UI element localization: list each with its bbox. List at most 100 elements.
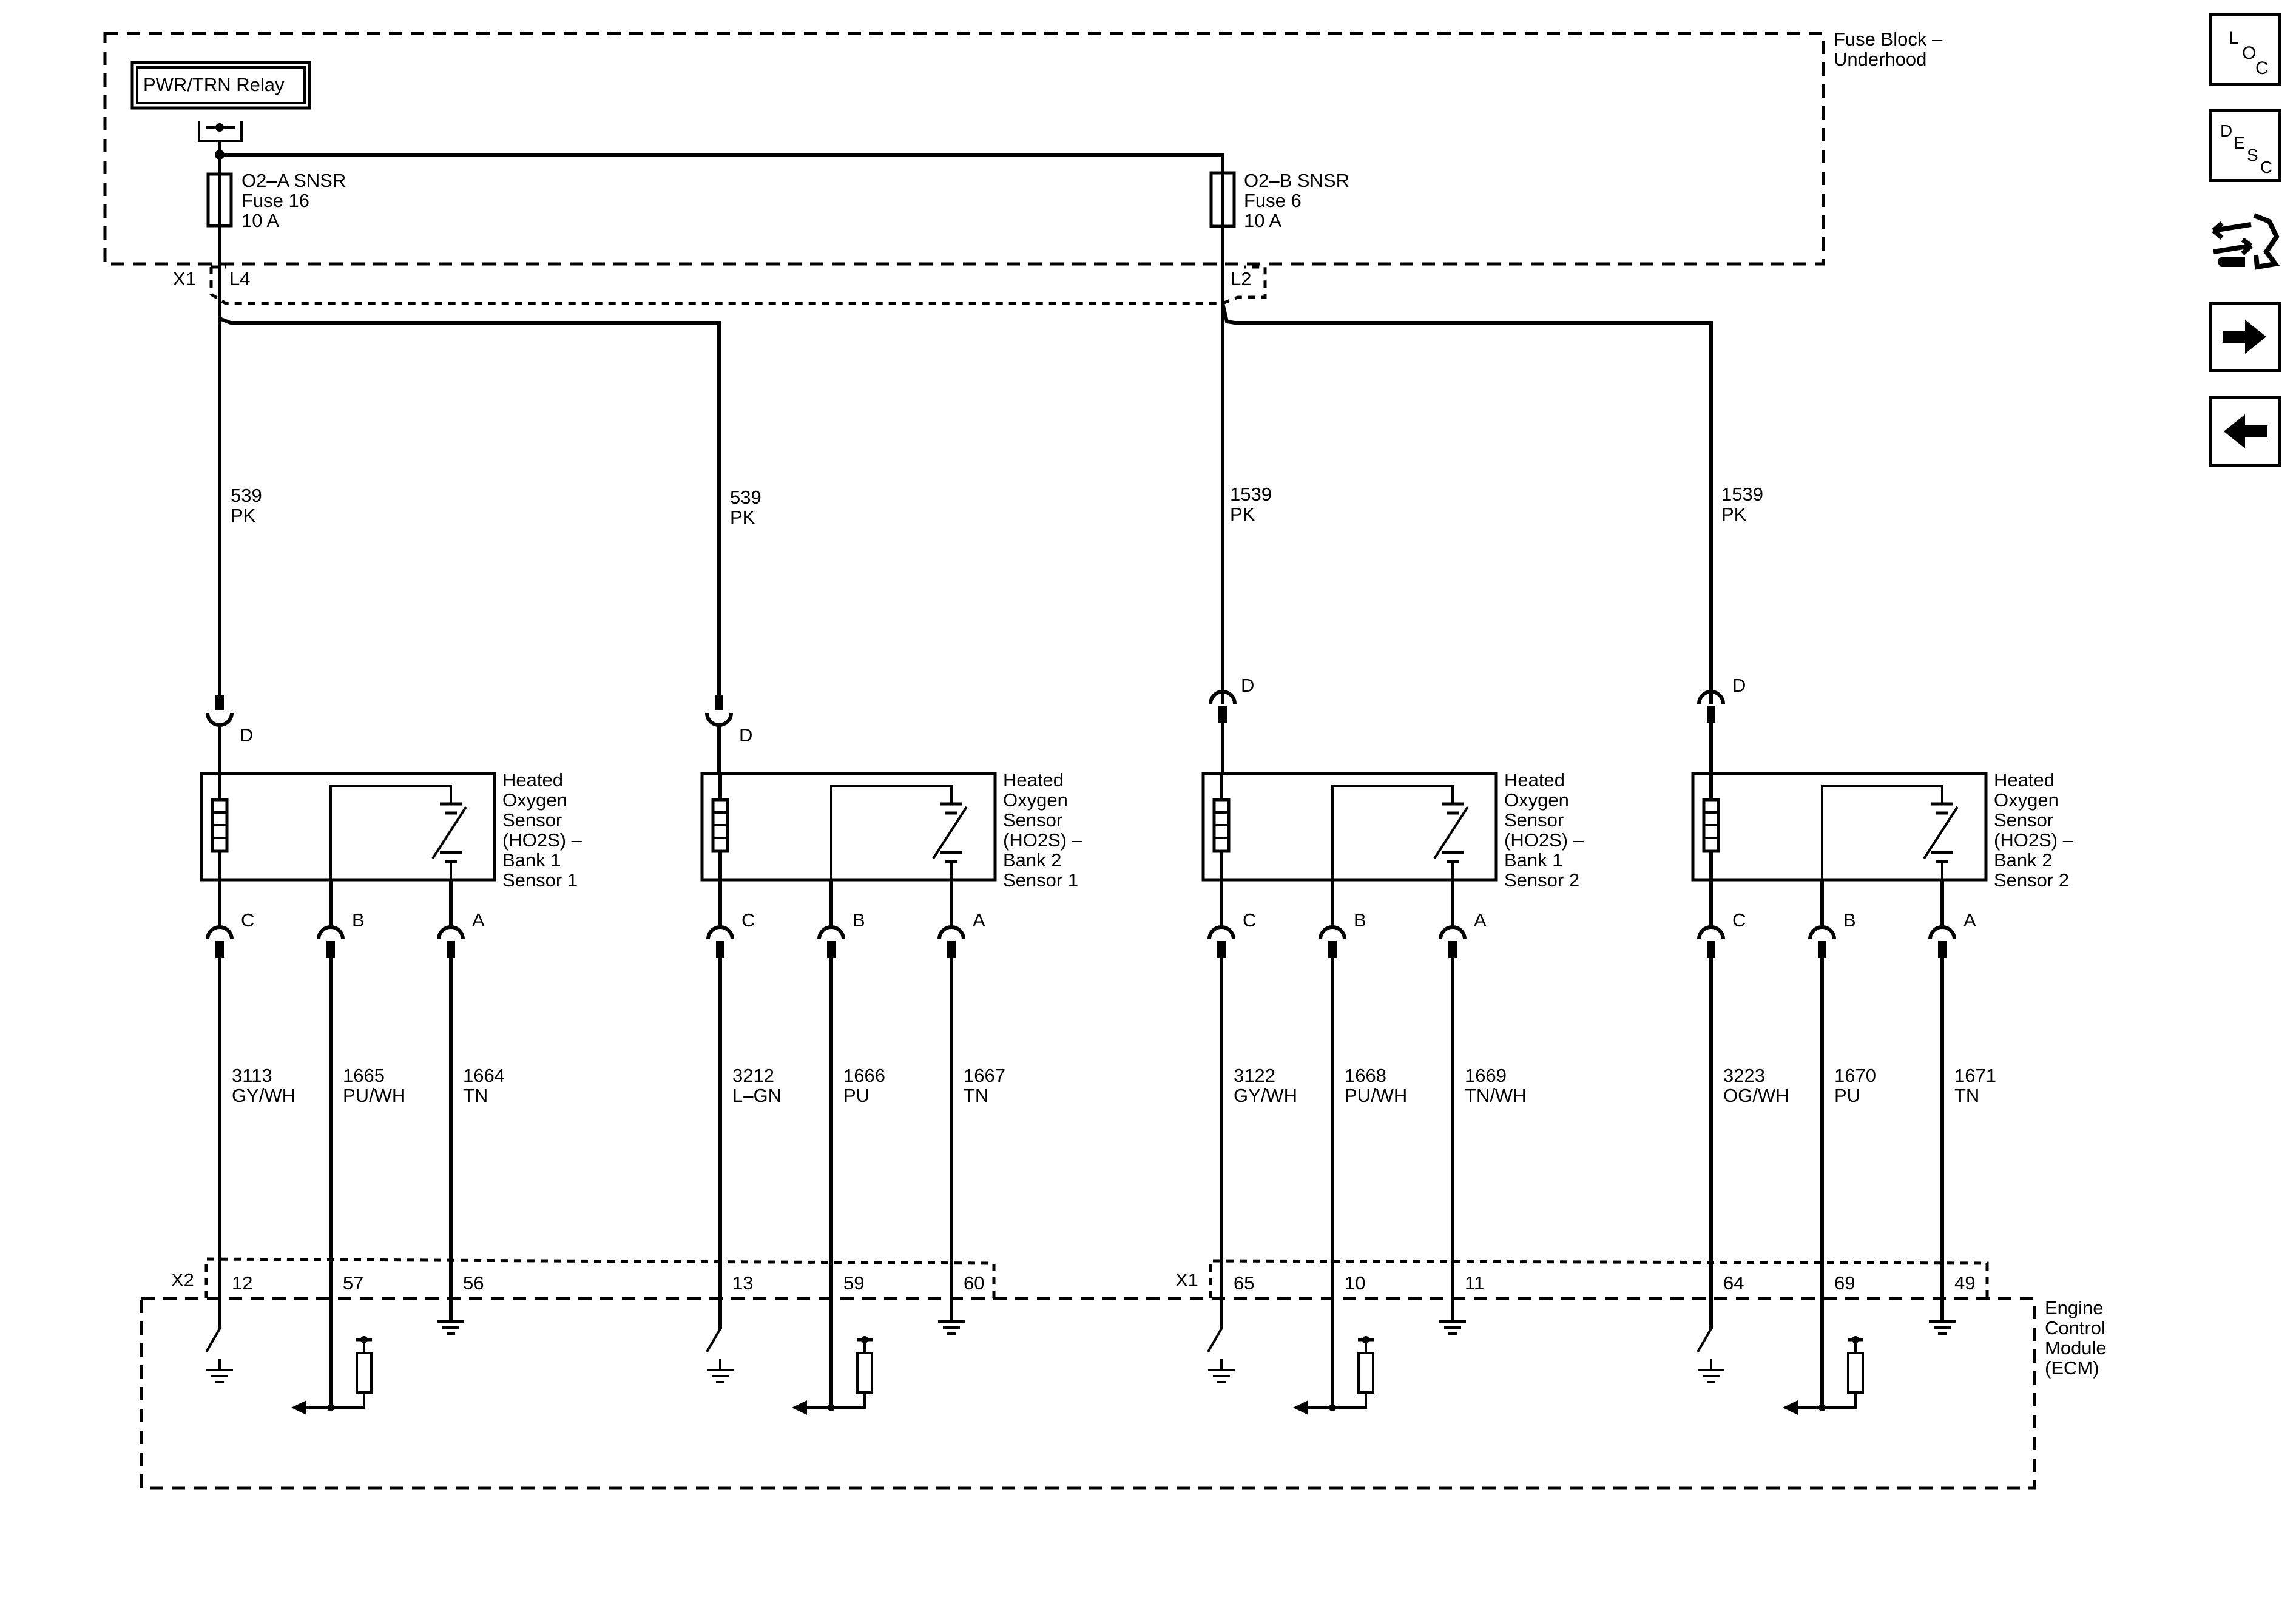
circuit-number: 1666	[843, 1065, 885, 1086]
pin-d-connector: D	[1697, 675, 1746, 774]
sensor-description: Bank 2	[1994, 849, 2053, 871]
svg-text:C: C	[2260, 158, 2272, 177]
sensor-description: Oxygen	[502, 789, 567, 811]
svg-text:L2: L2	[1231, 268, 1251, 289]
resistor-icon	[856, 1352, 873, 1394]
previous-page-button[interactable]	[2209, 396, 2281, 467]
circuit-number: 3122	[1234, 1065, 1275, 1086]
sensor-description: Sensor	[1504, 809, 1564, 831]
resistor-icon	[1847, 1352, 1864, 1394]
sensor-description: Oxygen	[1994, 789, 2059, 811]
svg-text:Control: Control	[2045, 1317, 2105, 1338]
switch-icon	[205, 1328, 221, 1353]
ecm-internal-circuit	[1697, 1274, 1956, 1415]
sensor-description: Bank 1	[502, 849, 561, 871]
svg-text:X2: X2	[171, 1269, 194, 1291]
sensor-description: Oxygen	[1003, 789, 1068, 811]
ecm-pin-number: 10	[1345, 1272, 1365, 1294]
svg-text:Fuse 16: Fuse 16	[241, 190, 309, 211]
wire-color: L–GN	[732, 1085, 782, 1106]
ecm-pin-number: 13	[732, 1272, 753, 1294]
wire-color: GY/WH	[232, 1085, 295, 1106]
wire-color: PU	[1834, 1085, 1860, 1106]
sensor-description: Oxygen	[1504, 789, 1569, 811]
wire-color: PU	[843, 1085, 869, 1106]
loc-button[interactable]: L O C	[2209, 13, 2281, 86]
svg-text:L: L	[2229, 28, 2239, 48]
ecm-outline	[140, 1297, 2036, 1490]
fuse-16-label: O2–A SNSR	[241, 170, 346, 191]
circuit-number: 1667	[964, 1065, 1005, 1086]
svg-text:10 A: 10 A	[241, 210, 279, 231]
wire-color: TN	[1954, 1085, 1979, 1106]
circuit-number: 3212	[732, 1065, 774, 1086]
wire-color: PU/WH	[1345, 1085, 1407, 1106]
svg-text:539: 539	[730, 487, 761, 508]
wire-color: PU/WH	[343, 1085, 405, 1106]
ecm-internal-circuit	[1207, 1274, 1466, 1415]
wire-color: TN	[964, 1085, 988, 1106]
circuit-number: 1671	[1954, 1065, 1996, 1086]
circuit-number: 3113	[232, 1065, 272, 1086]
pin-d-connector: D	[705, 695, 752, 774]
pin-letter: A	[472, 910, 485, 931]
pin-letter: C	[1732, 910, 1746, 931]
pin-letter: A	[1963, 910, 1976, 931]
ecm-internal-circuit	[205, 1274, 464, 1415]
ecm-internal-circuit	[706, 1274, 965, 1415]
pin-letter: B	[1843, 910, 1856, 931]
svg-text:D: D	[1732, 675, 1746, 696]
svg-text:D: D	[1241, 675, 1254, 696]
connector-tool-icon[interactable]	[2209, 206, 2281, 279]
pin-letter: A	[1474, 910, 1487, 931]
sensor-description: Heated	[1504, 769, 1565, 791]
switch-icon	[1207, 1328, 1223, 1353]
circuit-number: 1665	[343, 1065, 385, 1086]
pin-letter: B	[352, 910, 365, 931]
pin-letter: A	[973, 910, 985, 931]
sensor-description: Sensor 2	[1994, 869, 2069, 891]
wire-color: GY/WH	[1234, 1085, 1297, 1106]
next-page-button[interactable]	[2209, 302, 2281, 372]
sensor-description: (HO2S) –	[1003, 829, 1083, 851]
pin-letter: C	[241, 910, 254, 931]
svg-text:O: O	[2242, 43, 2256, 63]
ecm-pin-number: 64	[1723, 1272, 1744, 1294]
ecm-pin-number: 12	[232, 1272, 252, 1294]
svg-text:X1: X1	[173, 268, 196, 289]
sensor-description: (HO2S) –	[1994, 829, 2074, 851]
ecm-pin-number: 57	[343, 1272, 363, 1294]
pin-letter: C	[1243, 910, 1256, 931]
sensor-description: Sensor	[1994, 809, 2053, 831]
relay-label: PWR/TRN Relay	[143, 74, 285, 95]
ecm-pin-number: 60	[964, 1272, 984, 1294]
resistor-icon	[356, 1352, 373, 1394]
ecm-connector-x2	[204, 1257, 996, 1298]
ecm-connector-x1	[1209, 1259, 1989, 1298]
svg-text:S: S	[2247, 146, 2258, 164]
ecm-pin-number: 11	[1465, 1272, 1484, 1294]
desc-button[interactable]: D E S C	[2209, 109, 2281, 182]
pin-letter: B	[853, 910, 865, 931]
svg-text:PK: PK	[730, 507, 755, 528]
signal-arrow-icon	[1783, 1400, 1798, 1415]
wire-color: TN	[463, 1085, 488, 1106]
svg-text:X1: X1	[1175, 1269, 1198, 1291]
sensor-description: Bank 1	[1504, 849, 1563, 871]
sensor-description: Heated	[1994, 769, 2055, 791]
ecm-pin-number: 49	[1954, 1272, 1975, 1294]
fuse-block-title: Fuse Block –	[1834, 29, 1943, 50]
